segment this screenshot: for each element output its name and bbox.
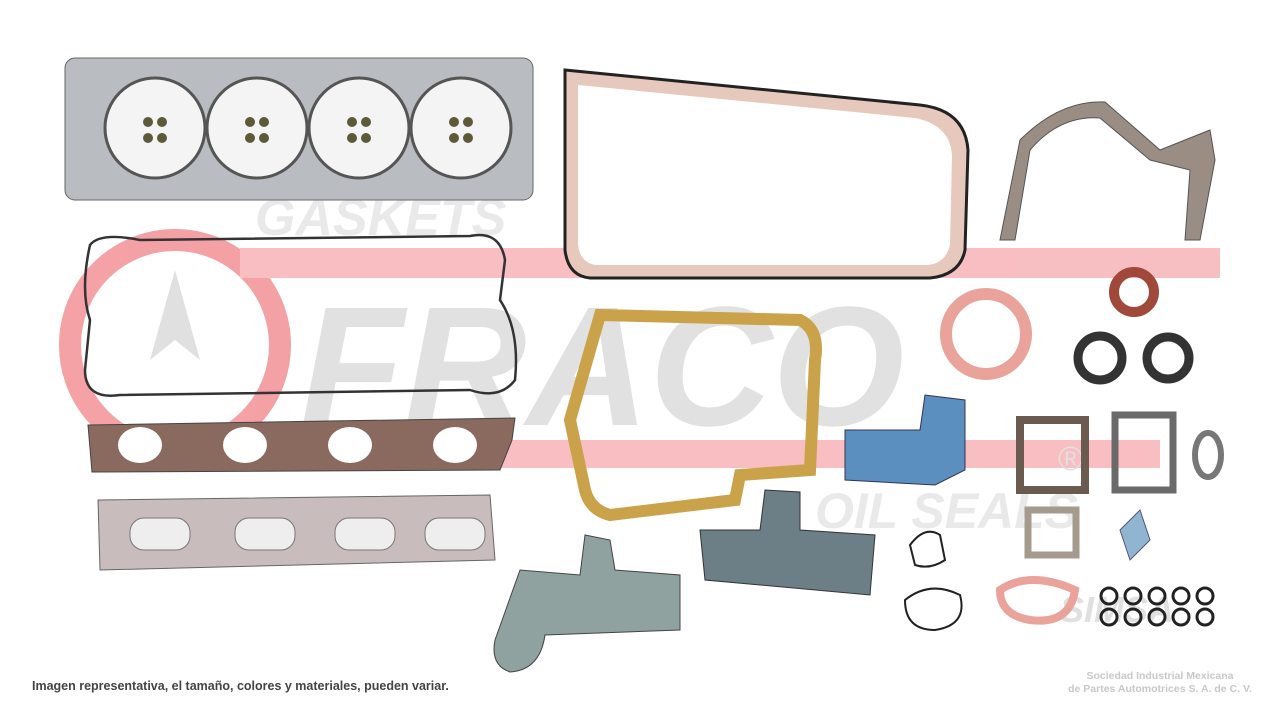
registered-mark: ®	[1058, 440, 1083, 478]
small-flange-gasket	[1192, 430, 1224, 480]
company-line-1: Sociedad Industrial Mexicana	[1086, 670, 1234, 682]
small-blue-gasket	[1119, 509, 1151, 561]
thermostat-housing-gasket	[844, 394, 966, 486]
square-gasket	[1024, 506, 1080, 559]
cam-seal-2	[1142, 332, 1194, 384]
intake-manifold-gasket	[87, 417, 516, 473]
brand-star	[150, 270, 200, 360]
company-name: Sociedad Industrial Mexicana de Partes A…	[1040, 670, 1280, 696]
egr-gasket	[1111, 411, 1177, 494]
rear-main-seal	[940, 288, 1032, 380]
oil-pan-opening	[578, 85, 952, 265]
cam-seal	[1109, 267, 1159, 317]
o-ring-set	[1099, 586, 1215, 627]
rubber-seal-small	[908, 530, 947, 568]
valve-cover-gasket	[83, 233, 518, 397]
water-pump-gasket	[699, 489, 876, 596]
oil-filter-housing-gasket	[493, 534, 681, 673]
water-outlet-gasket	[995, 576, 1080, 625]
company-line-2: de Partes Automotrices S. A. de C. V.	[1068, 683, 1252, 695]
oil-sump-gasket	[563, 308, 822, 522]
rubber-seal-large	[903, 587, 963, 632]
head-gasket	[64, 57, 534, 201]
timing-cover-gasket	[999, 101, 1216, 241]
exhaust-manifold-gasket	[97, 494, 496, 571]
disclaimer-text: Imagen representativa, el tamaño, colore…	[32, 679, 449, 693]
front-crank-seal	[1073, 331, 1127, 385]
throttle-body-gasket	[1016, 416, 1089, 494]
